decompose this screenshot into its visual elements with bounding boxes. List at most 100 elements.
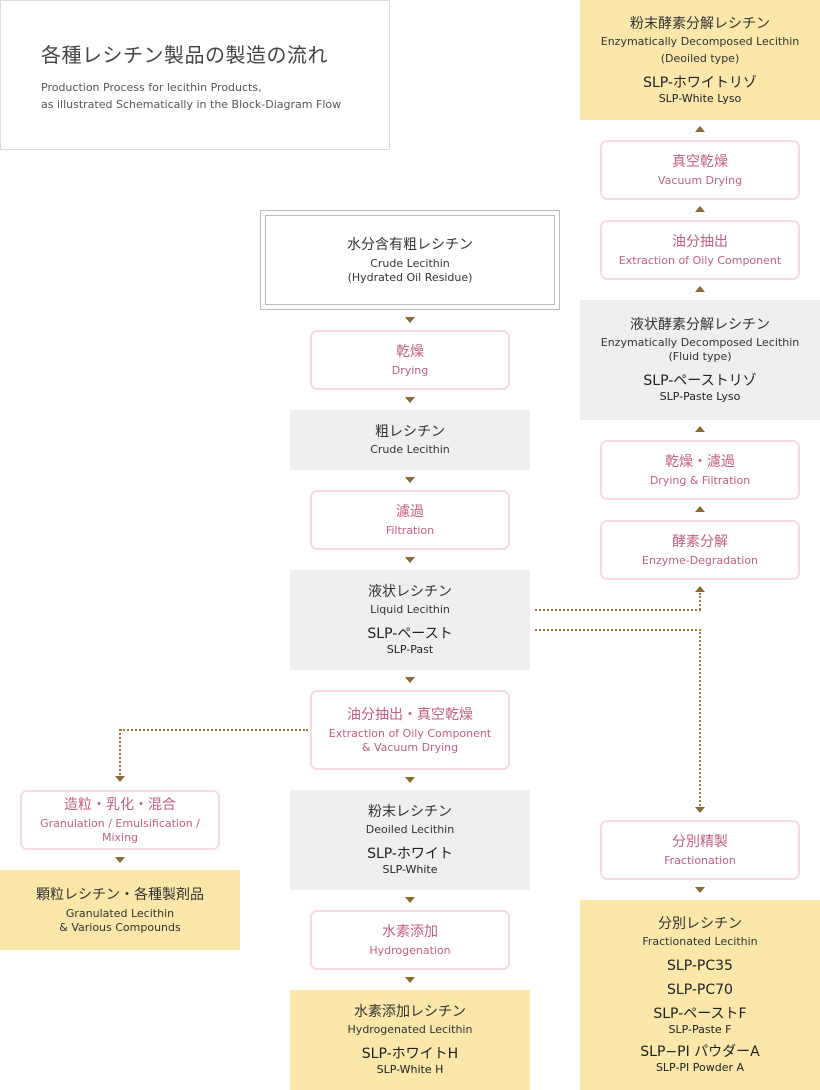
node-liquid-lecithin-jp: 液状レシチン (368, 584, 452, 600)
node-crude-hydrated-jp: 水分含有粗レシチン (347, 236, 473, 253)
process-drying: 乾燥 Drying (310, 330, 510, 390)
node-granulated-lecithin-jp: 顆粒レシチン・各種製剤品 (36, 886, 204, 903)
process-enzyme-en: Enzyme-Degradation (642, 553, 758, 567)
node-hydrogenated-lecithin-en: Hydrogenated Lecithin (347, 1023, 473, 1036)
connector-line (699, 593, 701, 610)
node-hydrogenated-lecithin-jp: 水素添加レシチン (354, 1004, 466, 1020)
product-slp-white-h: SLP-ホワイトH (361, 1046, 459, 1062)
arrow-up-icon (695, 286, 705, 292)
process-granulation-jp: 造粒・乳化・混合 (64, 796, 176, 813)
product-slp-pi-powder-a-en: SLP-PI Powder A (655, 1061, 745, 1074)
process-filtration-jp: 濾過 (396, 503, 424, 520)
node-powder-lyso-jp: 粉末酵素分解レシチン (630, 15, 770, 32)
product-slp-white-lyso: SLP-ホワイトリゾ (643, 74, 757, 91)
product-slp-pc35: SLP-PC35 (667, 958, 733, 974)
process-extract-vacuum-en: Extraction of Oily Component (328, 726, 492, 740)
node-granulated-lecithin: 顆粒レシチン・各種製剤品 Granulated Lecithin & Vario… (0, 870, 240, 950)
arrow-down-icon (115, 857, 125, 863)
arrow-up-icon (695, 506, 705, 512)
node-deoiled-lecithin-en: Deoiled Lecithin (365, 823, 455, 836)
node-powder-lyso: 粉末酵素分解レシチン Enzymatically Decomposed Leci… (580, 0, 820, 120)
product-slp-white-h-en: SLP-White H (376, 1063, 444, 1076)
connector-line (120, 729, 308, 731)
node-fluid-lyso: 液状酵素分解レシチン Enzymatically Decomposed Leci… (580, 300, 820, 420)
node-granulated-lecithin-en2: & Various Compounds (59, 920, 181, 934)
process-oil-extraction: 油分抽出 Extraction of Oily Component (600, 220, 800, 280)
product-slp-pc70: SLP-PC70 (667, 982, 733, 998)
product-slp-paste-en: SLP-Past (386, 643, 434, 656)
node-deoiled-lecithin: 粉末レシチン Deoiled Lecithin SLP-ホワイト SLP-Whi… (290, 790, 530, 890)
node-liquid-lecithin: 液状レシチン Liquid Lecithin SLP-ペースト SLP-Past (290, 570, 530, 670)
subtitle-line-1: Production Process for lecithin Products… (41, 81, 262, 94)
process-hydrogenation-jp: 水素添加 (382, 923, 438, 940)
diagram-subtitle: Production Process for lecithin Products… (41, 79, 341, 113)
connector-line (535, 609, 701, 611)
process-hydrogenation: 水素添加 Hydrogenation (310, 910, 510, 970)
product-slp-paste-lyso-en: SLP-Paste Lyso (659, 390, 741, 403)
process-extract-vacuum-jp: 油分抽出・真空乾燥 (347, 706, 473, 723)
process-filtration-en: Filtration (385, 523, 435, 537)
node-fractionated-lecithin: 分別レシチン Fractionated Lecithin SLP-PC35 SL… (580, 900, 820, 1090)
arrow-up-icon (695, 206, 705, 212)
process-fractionation: 分別精製 Fractionation (600, 820, 800, 880)
subtitle-line-2: as illustrated Schematically in the Bloc… (41, 98, 342, 111)
arrow-down-icon (405, 477, 415, 483)
process-fractionation-jp: 分別精製 (672, 833, 728, 850)
product-slp-paste-lyso: SLP-ペーストリゾ (643, 373, 757, 389)
node-fluid-lyso-en: Enzymatically Decomposed Lecithin (600, 336, 800, 349)
process-vacuum-drying-jp: 真空乾燥 (672, 153, 728, 170)
process-granulation-en: Granulation / Emulsification / Mixing (40, 816, 200, 844)
connector-line (119, 729, 121, 775)
arrow-down-icon (405, 677, 415, 683)
product-slp-pi-powder-a: SLP−PI パウダーA (640, 1044, 760, 1060)
connector-line (699, 629, 701, 806)
arrow-down-icon (405, 397, 415, 403)
arrow-down-icon (405, 317, 415, 323)
process-filtration: 濾過 Filtration (310, 490, 510, 550)
product-slp-paste-f: SLP-ペーストF (653, 1006, 747, 1022)
node-granulated-lecithin-en: Granulated Lecithin (65, 906, 175, 920)
process-oil-extraction-jp: 油分抽出 (672, 233, 728, 250)
node-deoiled-lecithin-jp: 粉末レシチン (368, 804, 452, 820)
node-crude-hydrated-en2: (Hydrated Oil Residue) (347, 270, 473, 284)
node-powder-lyso-en2: (Deoiled type) (660, 51, 740, 65)
arrow-up-icon (695, 426, 705, 432)
node-powder-lyso-en: Enzymatically Decomposed Lecithin (600, 34, 800, 48)
process-dry-filter-en: Drying & Filtration (649, 473, 751, 487)
arrow-down-icon (115, 776, 125, 782)
product-slp-white-en: SLP-White (382, 863, 438, 876)
process-enzyme-jp: 酵素分解 (672, 533, 728, 550)
node-crude-lecithin-en: Crude Lecithin (370, 443, 450, 456)
process-dry-filter: 乾燥・濾過 Drying & Filtration (600, 440, 800, 500)
node-fractionated-lecithin-en: Fractionated Lecithin (642, 935, 758, 948)
arrow-down-icon (405, 897, 415, 903)
node-crude-hydrated-en: Crude Lecithin (370, 256, 450, 270)
title-box: 各種レシチン製品の製造の流れ Production Process for le… (0, 0, 390, 150)
process-extract-vacuum: 油分抽出・真空乾燥 Extraction of Oily Component &… (310, 690, 510, 770)
diagram-title: 各種レシチン製品の製造の流れ (41, 43, 328, 67)
product-slp-paste: SLP-ペースト (367, 626, 453, 642)
arrow-up-icon (695, 586, 705, 592)
product-slp-paste-f-en: SLP-Paste F (668, 1023, 732, 1036)
process-vacuum-drying-en: Vacuum Drying (657, 173, 743, 187)
arrow-up-icon (695, 126, 705, 132)
arrow-down-icon (405, 777, 415, 783)
process-oil-extraction-en: Extraction of Oily Component (618, 253, 782, 267)
node-crude-lecithin: 粗レシチン Crude Lecithin (290, 410, 530, 470)
process-vacuum-drying: 真空乾燥 Vacuum Drying (600, 140, 800, 200)
process-drying-jp: 乾燥 (396, 343, 424, 360)
arrow-down-icon (405, 977, 415, 983)
arrow-down-icon (695, 807, 705, 813)
connector-line (535, 629, 701, 631)
node-fluid-lyso-en2: (Fluid type) (668, 350, 732, 363)
node-crude-hydrated: 水分含有粗レシチン Crude Lecithin (Hydrated Oil R… (260, 210, 560, 310)
arrow-down-icon (695, 887, 705, 893)
product-slp-white-lyso-en: SLP-White Lyso (658, 91, 742, 105)
node-crude-lecithin-jp: 粗レシチン (375, 424, 445, 440)
process-extract-vacuum-en2: & Vacuum Drying (361, 740, 459, 754)
process-drying-en: Drying (391, 363, 429, 377)
node-fractionated-lecithin-jp: 分別レシチン (658, 916, 742, 932)
product-slp-white: SLP-ホワイト (367, 846, 453, 862)
node-fluid-lyso-jp: 液状酵素分解レシチン (630, 317, 770, 333)
process-fractionation-en: Fractionation (664, 853, 736, 867)
